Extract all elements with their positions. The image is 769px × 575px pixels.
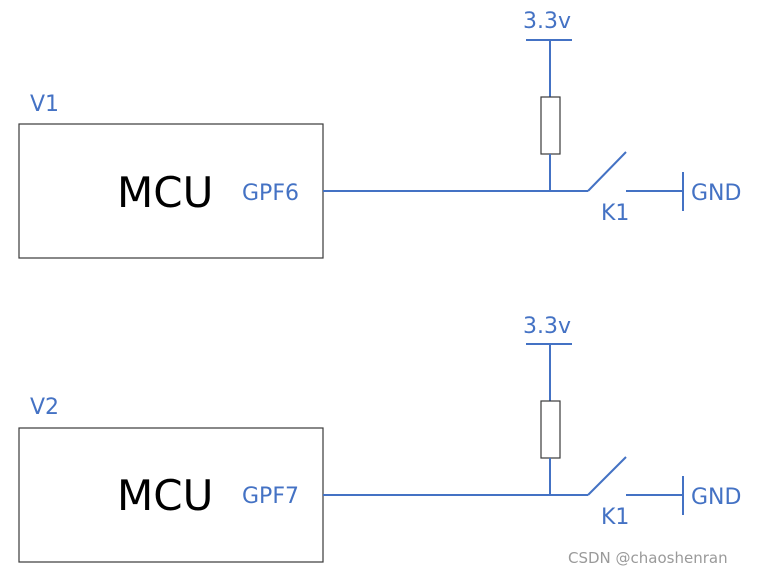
circuit-1-switch-label: K1 <box>601 201 629 226</box>
circuit-1-ground-label: GND <box>691 181 741 206</box>
circuit-1-mcu-label: MCU <box>117 168 213 217</box>
circuit-1: V1 MCU GPF6 3.3v K1 GND <box>18 9 741 259</box>
circuit-1-mcu-box <box>18 123 324 259</box>
circuit-1-pullup-resistor <box>540 96 561 155</box>
circuit-2-supply-label: 3.3v <box>523 314 571 339</box>
circuit-2-ground-label: GND <box>691 485 741 510</box>
circuit-1-pin-label: GPF6 <box>242 181 299 206</box>
circuit-2-pin-label: GPF7 <box>242 484 299 509</box>
circuit-2-mcu-label: MCU <box>117 471 213 520</box>
circuit-1-label: V1 <box>30 92 59 117</box>
circuit-2-switch-blade <box>587 456 627 496</box>
circuit-2-switch-label: K1 <box>601 505 629 530</box>
circuit-2-pullup-resistor <box>540 400 561 459</box>
circuit-1-switch-blade <box>587 151 627 192</box>
circuit-1-supply-label: 3.3v <box>523 9 571 34</box>
watermark: CSDN @chaoshenran <box>568 549 728 567</box>
circuit-2-label: V2 <box>30 395 59 420</box>
circuit-2: V2 MCU GPF7 3.3v K1 GND <box>18 314 741 563</box>
